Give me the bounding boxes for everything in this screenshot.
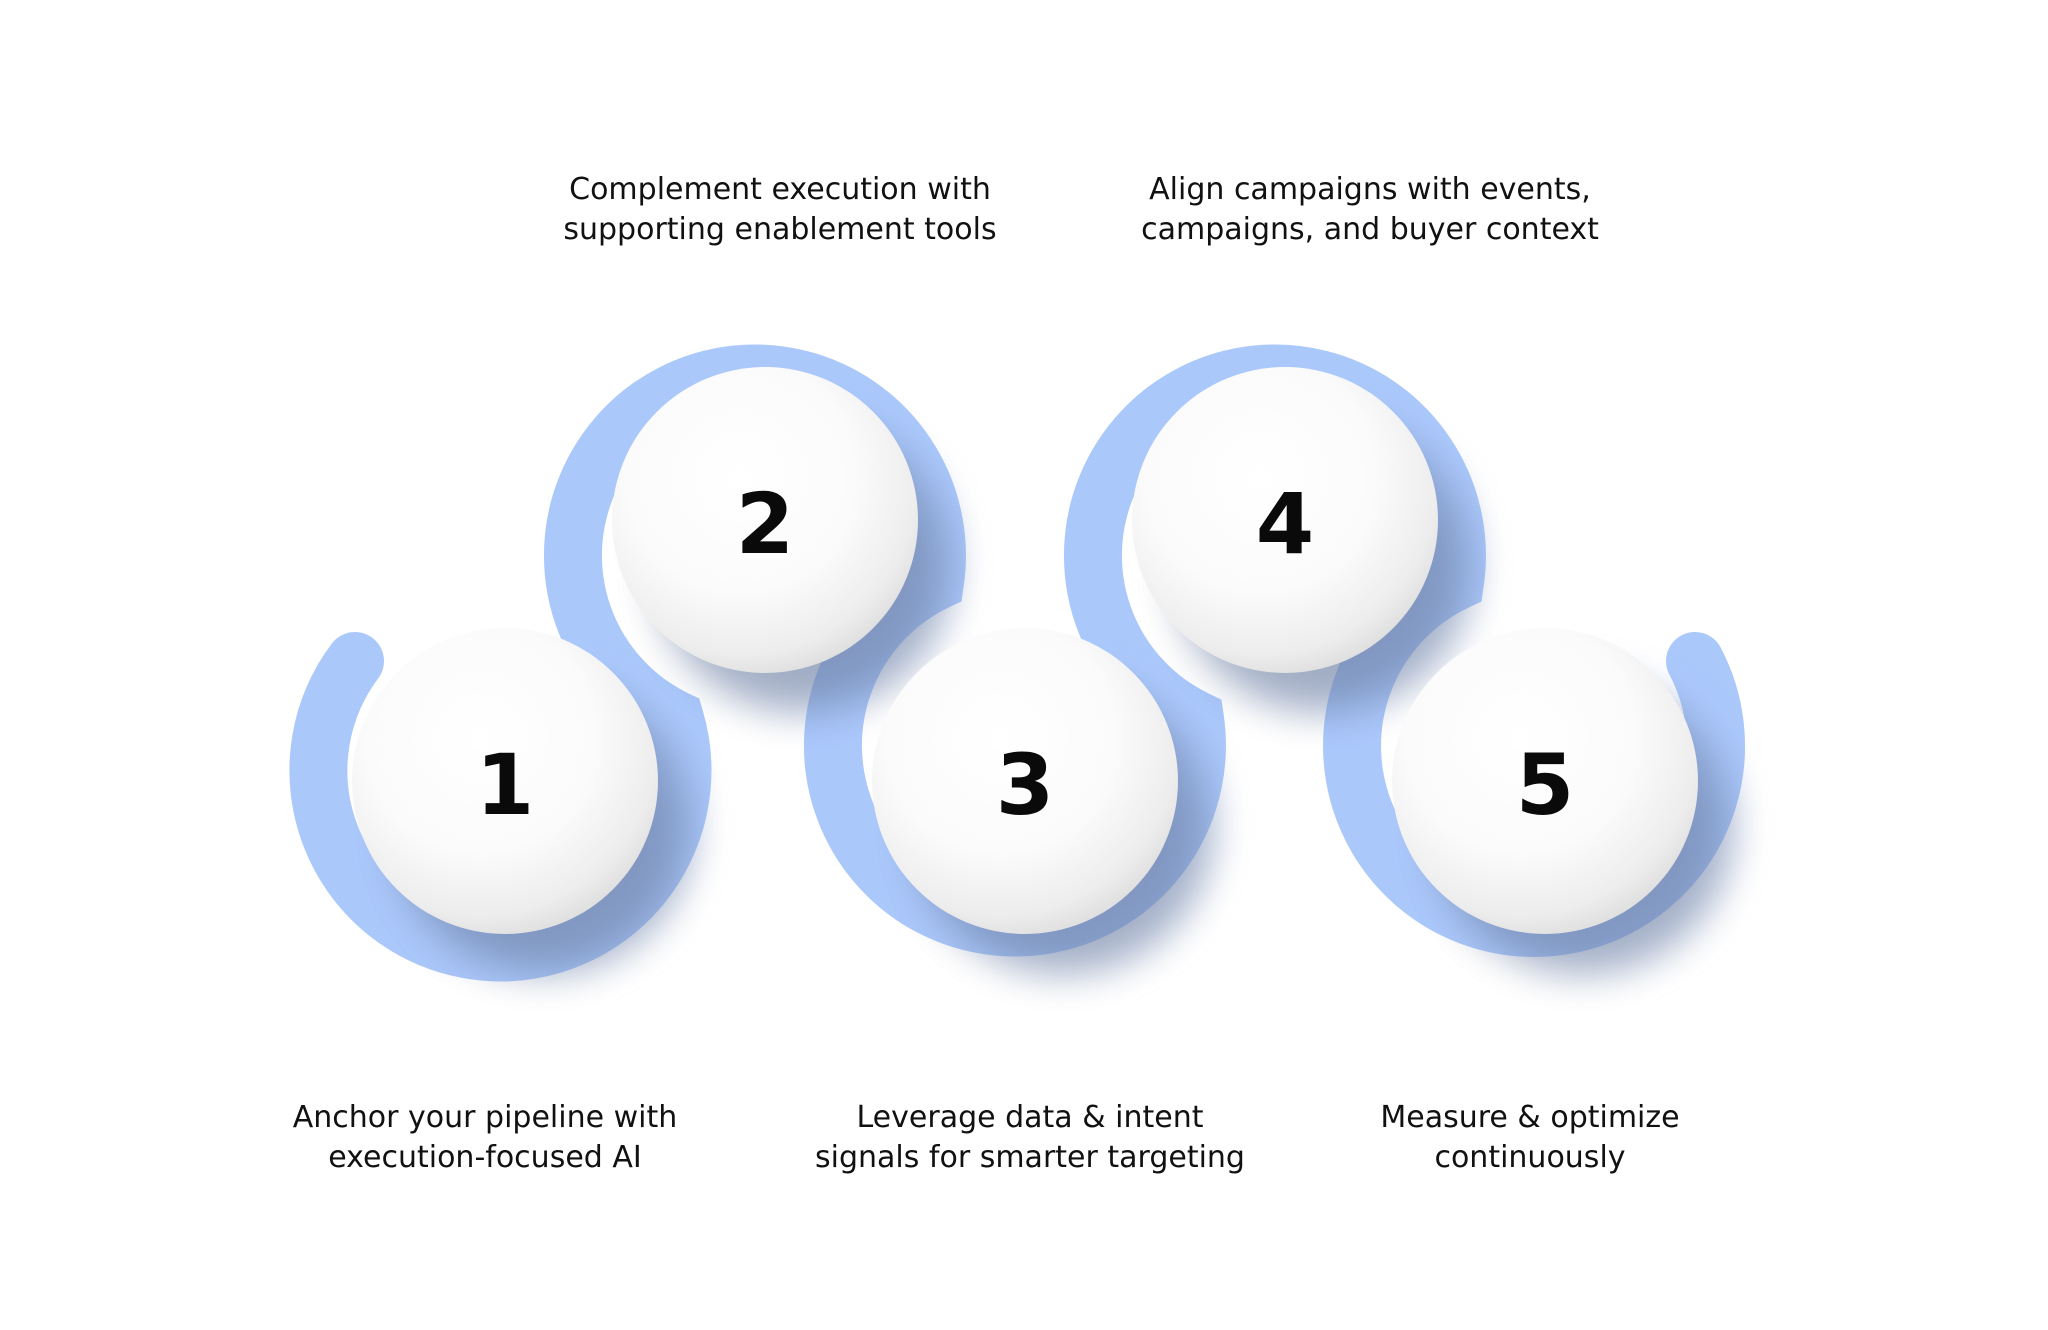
step-1-caption-line-1: Anchor your pipeline with: [292, 1100, 678, 1135]
step-5-caption-line-2: continuously: [1434, 1140, 1626, 1175]
step-5-number: 5: [1516, 736, 1574, 834]
step-1-number: 1: [476, 736, 534, 834]
step-2-circle: [612, 367, 918, 673]
step-3-circle: [872, 628, 1178, 934]
step-4-circle: [1132, 367, 1438, 673]
step-5-circle: [1392, 628, 1698, 934]
step-2-number: 2: [736, 475, 794, 573]
step-2-caption-line-2: supporting enablement tools: [563, 212, 997, 247]
step-spheres-group: 1 2 3 4 5: [352, 367, 1698, 934]
step-2-caption: Complement execution with supporting ena…: [500, 170, 1060, 250]
step-3-caption-line-1: Leverage data & intent: [856, 1100, 1204, 1135]
step-4-number: 4: [1256, 475, 1314, 573]
step-5-caption: Measure & optimize continuously: [1250, 1098, 1810, 1178]
step-5-sphere: 5: [1392, 628, 1698, 934]
step-4-caption: Align campaigns with events, campaigns, …: [1090, 170, 1650, 250]
step-4-caption-line-1: Align campaigns with events,: [1149, 172, 1591, 207]
step-3-caption: Leverage data & intent signals for smart…: [750, 1098, 1310, 1178]
step-3-sphere: 3: [872, 628, 1178, 934]
step-3-caption-line-2: signals for smarter targeting: [815, 1140, 1245, 1175]
step-1-caption-line-2: execution-focused AI: [328, 1140, 642, 1175]
step-2-caption-line-1: Complement execution with: [569, 172, 991, 207]
step-1-sphere: 1: [352, 628, 658, 934]
step-4-caption-line-2: campaigns, and buyer context: [1141, 212, 1599, 247]
step-1-caption: Anchor your pipeline with execution-focu…: [205, 1098, 765, 1178]
step-5-caption-line-1: Measure & optimize: [1380, 1100, 1680, 1135]
step-3-number: 3: [996, 736, 1054, 834]
step-4-sphere: 4: [1132, 367, 1438, 673]
step-1-circle: [352, 628, 658, 934]
step-2-sphere: 2: [612, 367, 918, 673]
